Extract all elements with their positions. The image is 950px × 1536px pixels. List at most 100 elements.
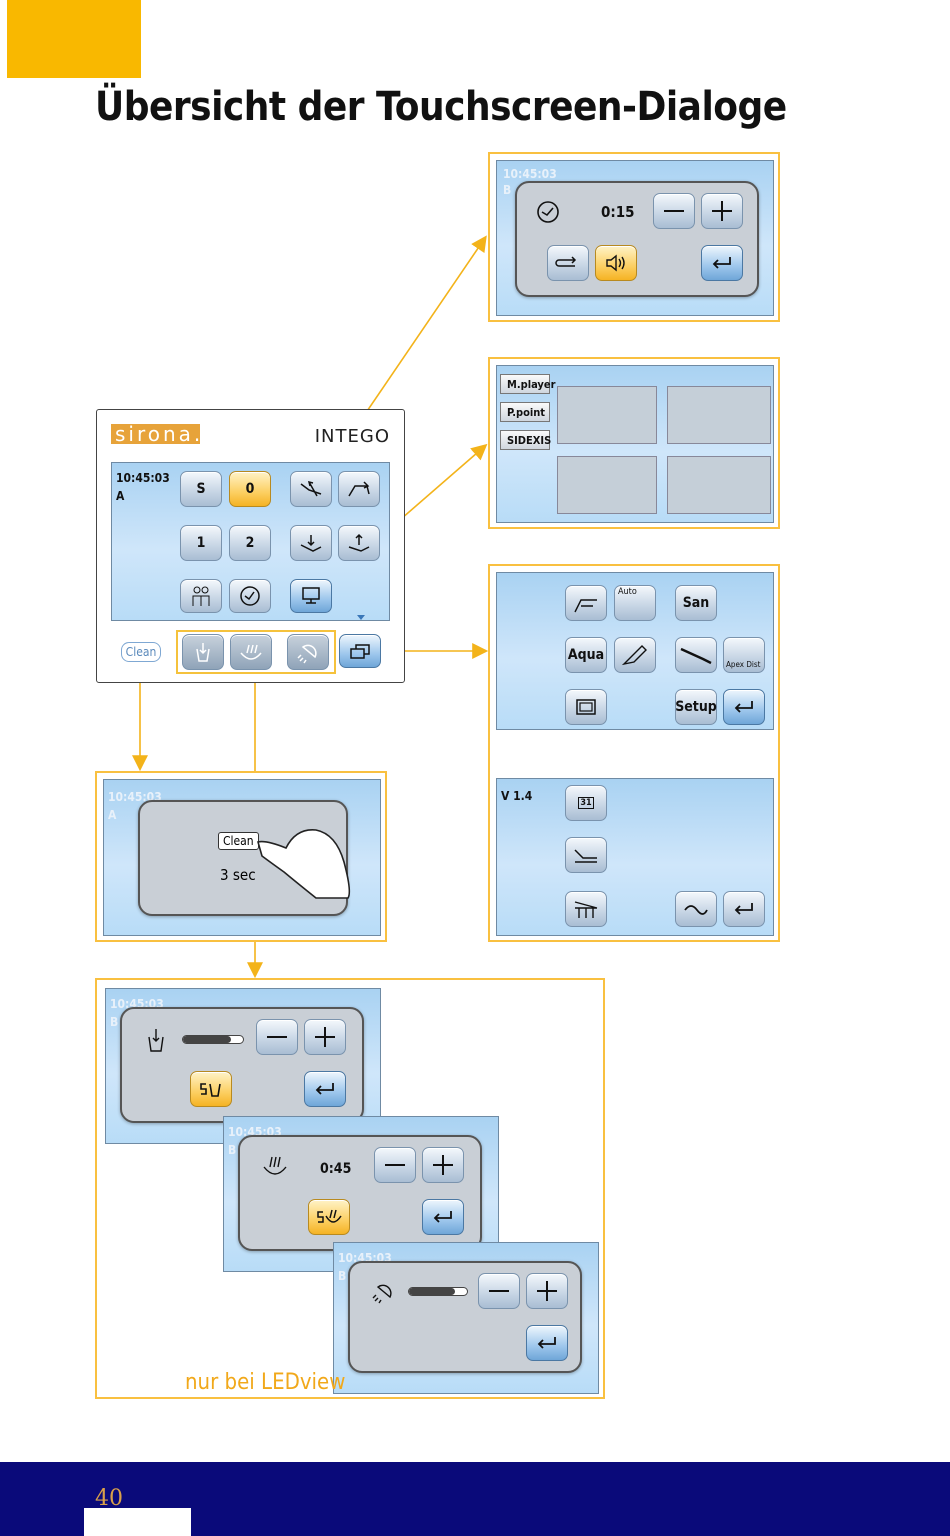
tab-ppoint[interactable]: P.point <box>500 402 550 422</box>
back-button[interactable] <box>422 1199 464 1235</box>
foot-control-button[interactable] <box>565 837 607 873</box>
decrease-button[interactable] <box>653 193 695 229</box>
back-button[interactable] <box>526 1325 568 1361</box>
increase-button[interactable] <box>304 1019 346 1055</box>
hand-icon <box>257 829 351 899</box>
auto-label: Auto <box>618 587 637 597</box>
decrease-button[interactable] <box>256 1019 298 1055</box>
ledview-note: nur bei LEDview <box>185 1370 346 1395</box>
scroll-down-icon[interactable] <box>357 615 365 620</box>
media-button[interactable] <box>290 579 332 613</box>
bowl-auto-button[interactable] <box>308 1199 350 1235</box>
repeat-button[interactable] <box>547 245 589 281</box>
cascade-dialogs-frame: 10:45:03 B 10:45:03 B 0:45 10:45:03 B <box>95 978 605 1399</box>
clean-overlay: Clean 3 sec <box>138 800 351 916</box>
chair-label: B <box>110 1015 119 1029</box>
instrument-tray-icon <box>574 901 598 918</box>
apex-dist-label: Apex Dist <box>726 660 761 669</box>
clean-dialog-screen: 10:45:03 A Clean 3 sec <box>103 779 381 936</box>
program-0-button[interactable]: 0 <box>229 471 271 507</box>
increase-button[interactable] <box>526 1273 568 1309</box>
sound-button[interactable] <box>595 245 637 281</box>
timer-button[interactable] <box>229 579 271 613</box>
operating-light-icon <box>372 1284 392 1304</box>
user-profiles-button[interactable] <box>180 579 222 613</box>
operating-light-button[interactable] <box>287 634 329 670</box>
program-2-button[interactable]: 2 <box>229 525 271 561</box>
bowl-rinse-icon <box>263 1156 287 1175</box>
window-button[interactable] <box>565 689 607 725</box>
back-button[interactable] <box>723 891 765 927</box>
more-functions-button[interactable] <box>339 634 381 668</box>
service-button[interactable] <box>675 891 717 927</box>
aqua-button[interactable]: Aqua <box>565 637 607 673</box>
timer-dialog-frame: 10:45:03 B 0:15 <box>488 152 780 322</box>
menu-dialog-frame: Auto San Aqua Apex Dist Setup V 1.4 31 <box>488 564 780 942</box>
clean-button[interactable]: Clean <box>121 642 161 662</box>
return-icon <box>734 903 753 915</box>
backrest-up-button[interactable] <box>338 471 380 507</box>
back-button[interactable] <box>304 1071 346 1107</box>
handpiece-icon <box>621 645 647 666</box>
back-button[interactable] <box>701 245 743 281</box>
backrest-up-icon <box>348 481 370 497</box>
version-label: V 1.4 <box>501 789 533 803</box>
timer-value: 0:15 <box>601 203 635 221</box>
sidexis-preview <box>557 456 657 514</box>
program-1-button[interactable]: 1 <box>180 525 222 561</box>
san-button[interactable]: San <box>675 585 717 621</box>
increase-button[interactable] <box>701 193 743 229</box>
windows-icon <box>350 644 370 659</box>
plus-icon <box>712 201 732 221</box>
footer-label-box <box>84 1508 191 1536</box>
media-dialog-frame: M.player P.point SIDEXIS <box>488 357 780 529</box>
clean-confirm-button[interactable]: Clean <box>218 832 259 850</box>
repeat-icon <box>555 256 577 267</box>
tab-mplayer[interactable]: M.player <box>500 374 555 394</box>
decrease-button[interactable] <box>478 1273 520 1309</box>
plus-icon <box>537 1281 557 1301</box>
rinse-time: 0:45 <box>320 1161 352 1177</box>
bowl-overlay: 0:45 <box>238 1135 482 1251</box>
apex-dist-button[interactable]: Apex Dist <box>723 637 765 673</box>
image-tools-preview <box>667 456 771 514</box>
instrument-config-button[interactable] <box>565 891 607 927</box>
minus-icon <box>385 1164 405 1166</box>
backrest-down-button[interactable] <box>290 471 332 507</box>
clock-icon <box>537 201 559 223</box>
cup-auto-button[interactable] <box>190 1071 232 1107</box>
cup-filler-button[interactable] <box>182 634 224 670</box>
motor-button[interactable] <box>675 637 717 673</box>
light-dialog-screen: 10:45:03 B <box>333 1242 599 1394</box>
seat-up-button[interactable] <box>338 525 380 561</box>
light-level-bar <box>408 1287 468 1296</box>
chair-label: B <box>228 1143 237 1157</box>
chair-label: A <box>116 489 125 503</box>
tab-sidexis[interactable]: SIDEXIS <box>500 430 551 450</box>
return-icon <box>315 1083 334 1095</box>
users-icon <box>192 586 210 606</box>
decrease-button[interactable] <box>374 1147 416 1183</box>
clock-readout: 10:45:03 <box>503 167 557 181</box>
motor-icon <box>680 647 712 665</box>
date-time-button[interactable]: 31 <box>565 785 607 821</box>
clock-icon <box>240 586 260 606</box>
increase-button[interactable] <box>422 1147 464 1183</box>
return-icon <box>537 1337 556 1349</box>
chair-label: B <box>338 1269 347 1283</box>
brand-label: INTEGO <box>314 426 390 447</box>
plus-icon <box>433 1155 453 1175</box>
bowl-rinse-button[interactable] <box>230 634 272 670</box>
setup-button[interactable]: Setup <box>675 689 717 725</box>
seat-down-button[interactable] <box>290 525 332 561</box>
chair-label: A <box>108 808 117 822</box>
return-icon <box>712 257 731 269</box>
calendar-icon: 31 <box>578 797 594 809</box>
foot-control-icon <box>574 849 597 863</box>
instrument-button[interactable] <box>565 585 607 621</box>
handpiece-button[interactable] <box>614 637 656 673</box>
intego-control-panel: sirona. INTEGO 10:45:03 A S 0 1 2 Clean <box>96 409 405 683</box>
auto-button[interactable]: Auto <box>614 585 656 621</box>
back-button[interactable] <box>723 689 765 725</box>
program-s-button[interactable]: S <box>180 471 222 507</box>
